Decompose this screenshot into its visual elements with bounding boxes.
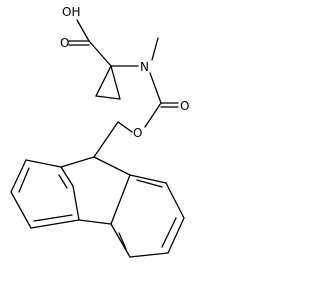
- atom-nitrogen-label: N: [140, 60, 149, 74]
- bond-cooh-oh: [76, 19, 90, 42]
- atom-carbamate-carbonyl-oxygen-label: O: [180, 99, 189, 113]
- bond-right-ring-inner-3: [118, 232, 127, 250]
- bond-left-ring-inner-2: [33, 214, 73, 222]
- bond-ester-o-to-ch2: [117, 121, 133, 133]
- bond-right-ring-1: [129, 174, 167, 184]
- bond-cyclopropane-b: [95, 95, 121, 100]
- bond-n-to-carbamate-c: [149, 72, 162, 104]
- atom-ester-oxygen-label: O: [133, 126, 142, 140]
- bond-left-ring-6: [60, 166, 74, 187]
- molecule-canvas: OH O N O O: [10, 5, 189, 258]
- atom-hydroxyl-label: OH: [62, 5, 80, 19]
- bond-left-ring-inner-3: [58, 174, 68, 189]
- bond-left-ring-inner-1: [18, 167, 30, 193]
- atom-acid-carbonyl-oxygen-label: O: [60, 36, 69, 50]
- bond-cyclopropane-a: [95, 65, 112, 97]
- bond-right-ring-2: [165, 182, 185, 219]
- bond-ch2-to-c9: [93, 121, 119, 158]
- structure-diagram: OH O N O O: [10, 5, 189, 258]
- bond-right-ring-4: [129, 252, 169, 258]
- bond-left-ring-3: [10, 191, 32, 229]
- bond-right-ring-6: [110, 174, 131, 225]
- bond-left-ring-4: [30, 219, 80, 229]
- bond-carbamate-c-to-ester-o: [144, 102, 162, 128]
- bond-right-ring-inner-2: [161, 217, 177, 248]
- bond-acid-to-quaternary-c: [88, 40, 112, 67]
- bond-right-ring-5: [110, 223, 131, 258]
- bond-left-ring-2: [10, 159, 27, 193]
- bond-biaryl: [78, 219, 112, 225]
- bond-right-ring-3: [167, 217, 185, 254]
- bond-left-ring-5: [72, 185, 80, 221]
- bond-cyclopropane-c: [110, 65, 121, 100]
- bond-c9-to-left-ring: [60, 156, 95, 168]
- bond-n-methyl: [151, 37, 159, 61]
- bond-left-ring-1: [25, 159, 62, 168]
- bond-c9-to-right-ring: [93, 156, 131, 176]
- bond-right-ring-inner-1: [136, 179, 163, 188]
